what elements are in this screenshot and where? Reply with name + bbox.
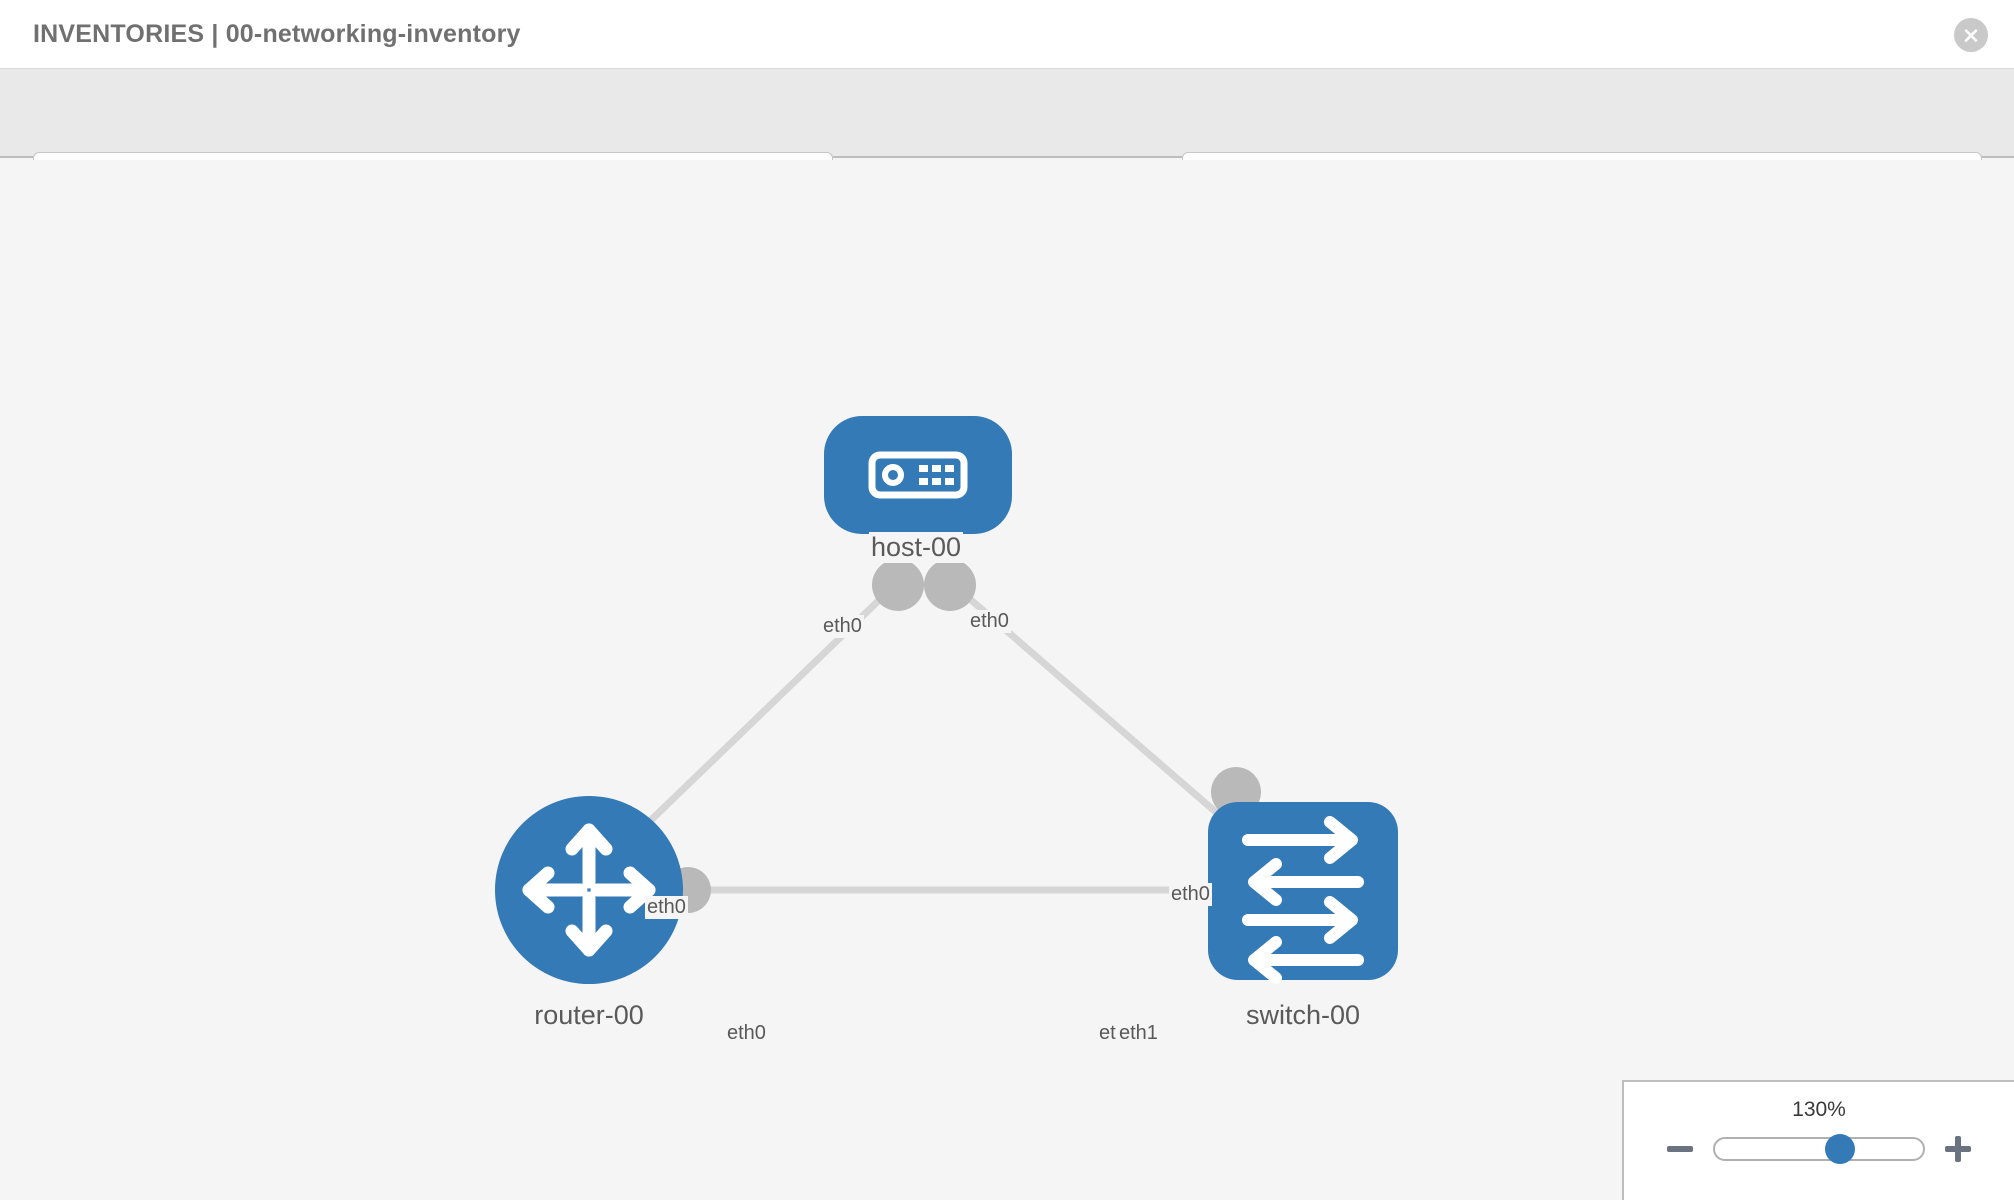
interface-label: eth0: [645, 896, 688, 919]
zoom-control-panel: 130%: [1622, 1080, 2014, 1200]
node-label-host: host-00: [868, 532, 964, 563]
page-header: INVENTORIES | 00-networking-inventory: [0, 0, 2014, 68]
zoom-slider-row: [1624, 1134, 2014, 1164]
minus-icon[interactable]: [1665, 1134, 1695, 1164]
interface-label: eth0: [725, 1022, 768, 1045]
topology-graph: [495, 416, 1398, 984]
topology-interface-stubs: [665, 559, 1261, 913]
node-label-router: router-00: [532, 1000, 646, 1031]
zoom-slider[interactable]: [1713, 1134, 1925, 1164]
topology-toolbar: ACTIONS SEARCH: [0, 68, 2014, 204]
zoom-slider-thumb[interactable]: [1824, 1134, 1855, 1164]
iface-stub: [924, 559, 976, 611]
node-label-switch: switch-00: [1243, 1000, 1363, 1031]
plus-icon[interactable]: [1943, 1134, 1973, 1164]
interface-label: eth0: [968, 610, 1011, 633]
interface-label: eth1: [1117, 1022, 1160, 1045]
interface-label: eth0: [1169, 883, 1212, 906]
node-router-00: [495, 796, 683, 984]
zoom-level-value: 130%: [1792, 1098, 1846, 1121]
node-switch-00: [1208, 802, 1398, 984]
switch-arrows-icon: [1242, 816, 1364, 984]
interface-label: eth0: [821, 615, 864, 638]
server-icon: [868, 451, 968, 499]
topology-links: [617, 577, 1251, 894]
close-icon[interactable]: [1954, 18, 1988, 52]
router-arrows-icon: [522, 823, 656, 957]
iface-stub: [872, 559, 924, 611]
page-title: INVENTORIES | 00-networking-inventory: [33, 19, 521, 48]
topology-canvas[interactable]: host-00 router-00 switch-00 eth0 eth0 et…: [0, 160, 2014, 1200]
node-host-00: [824, 416, 1012, 534]
